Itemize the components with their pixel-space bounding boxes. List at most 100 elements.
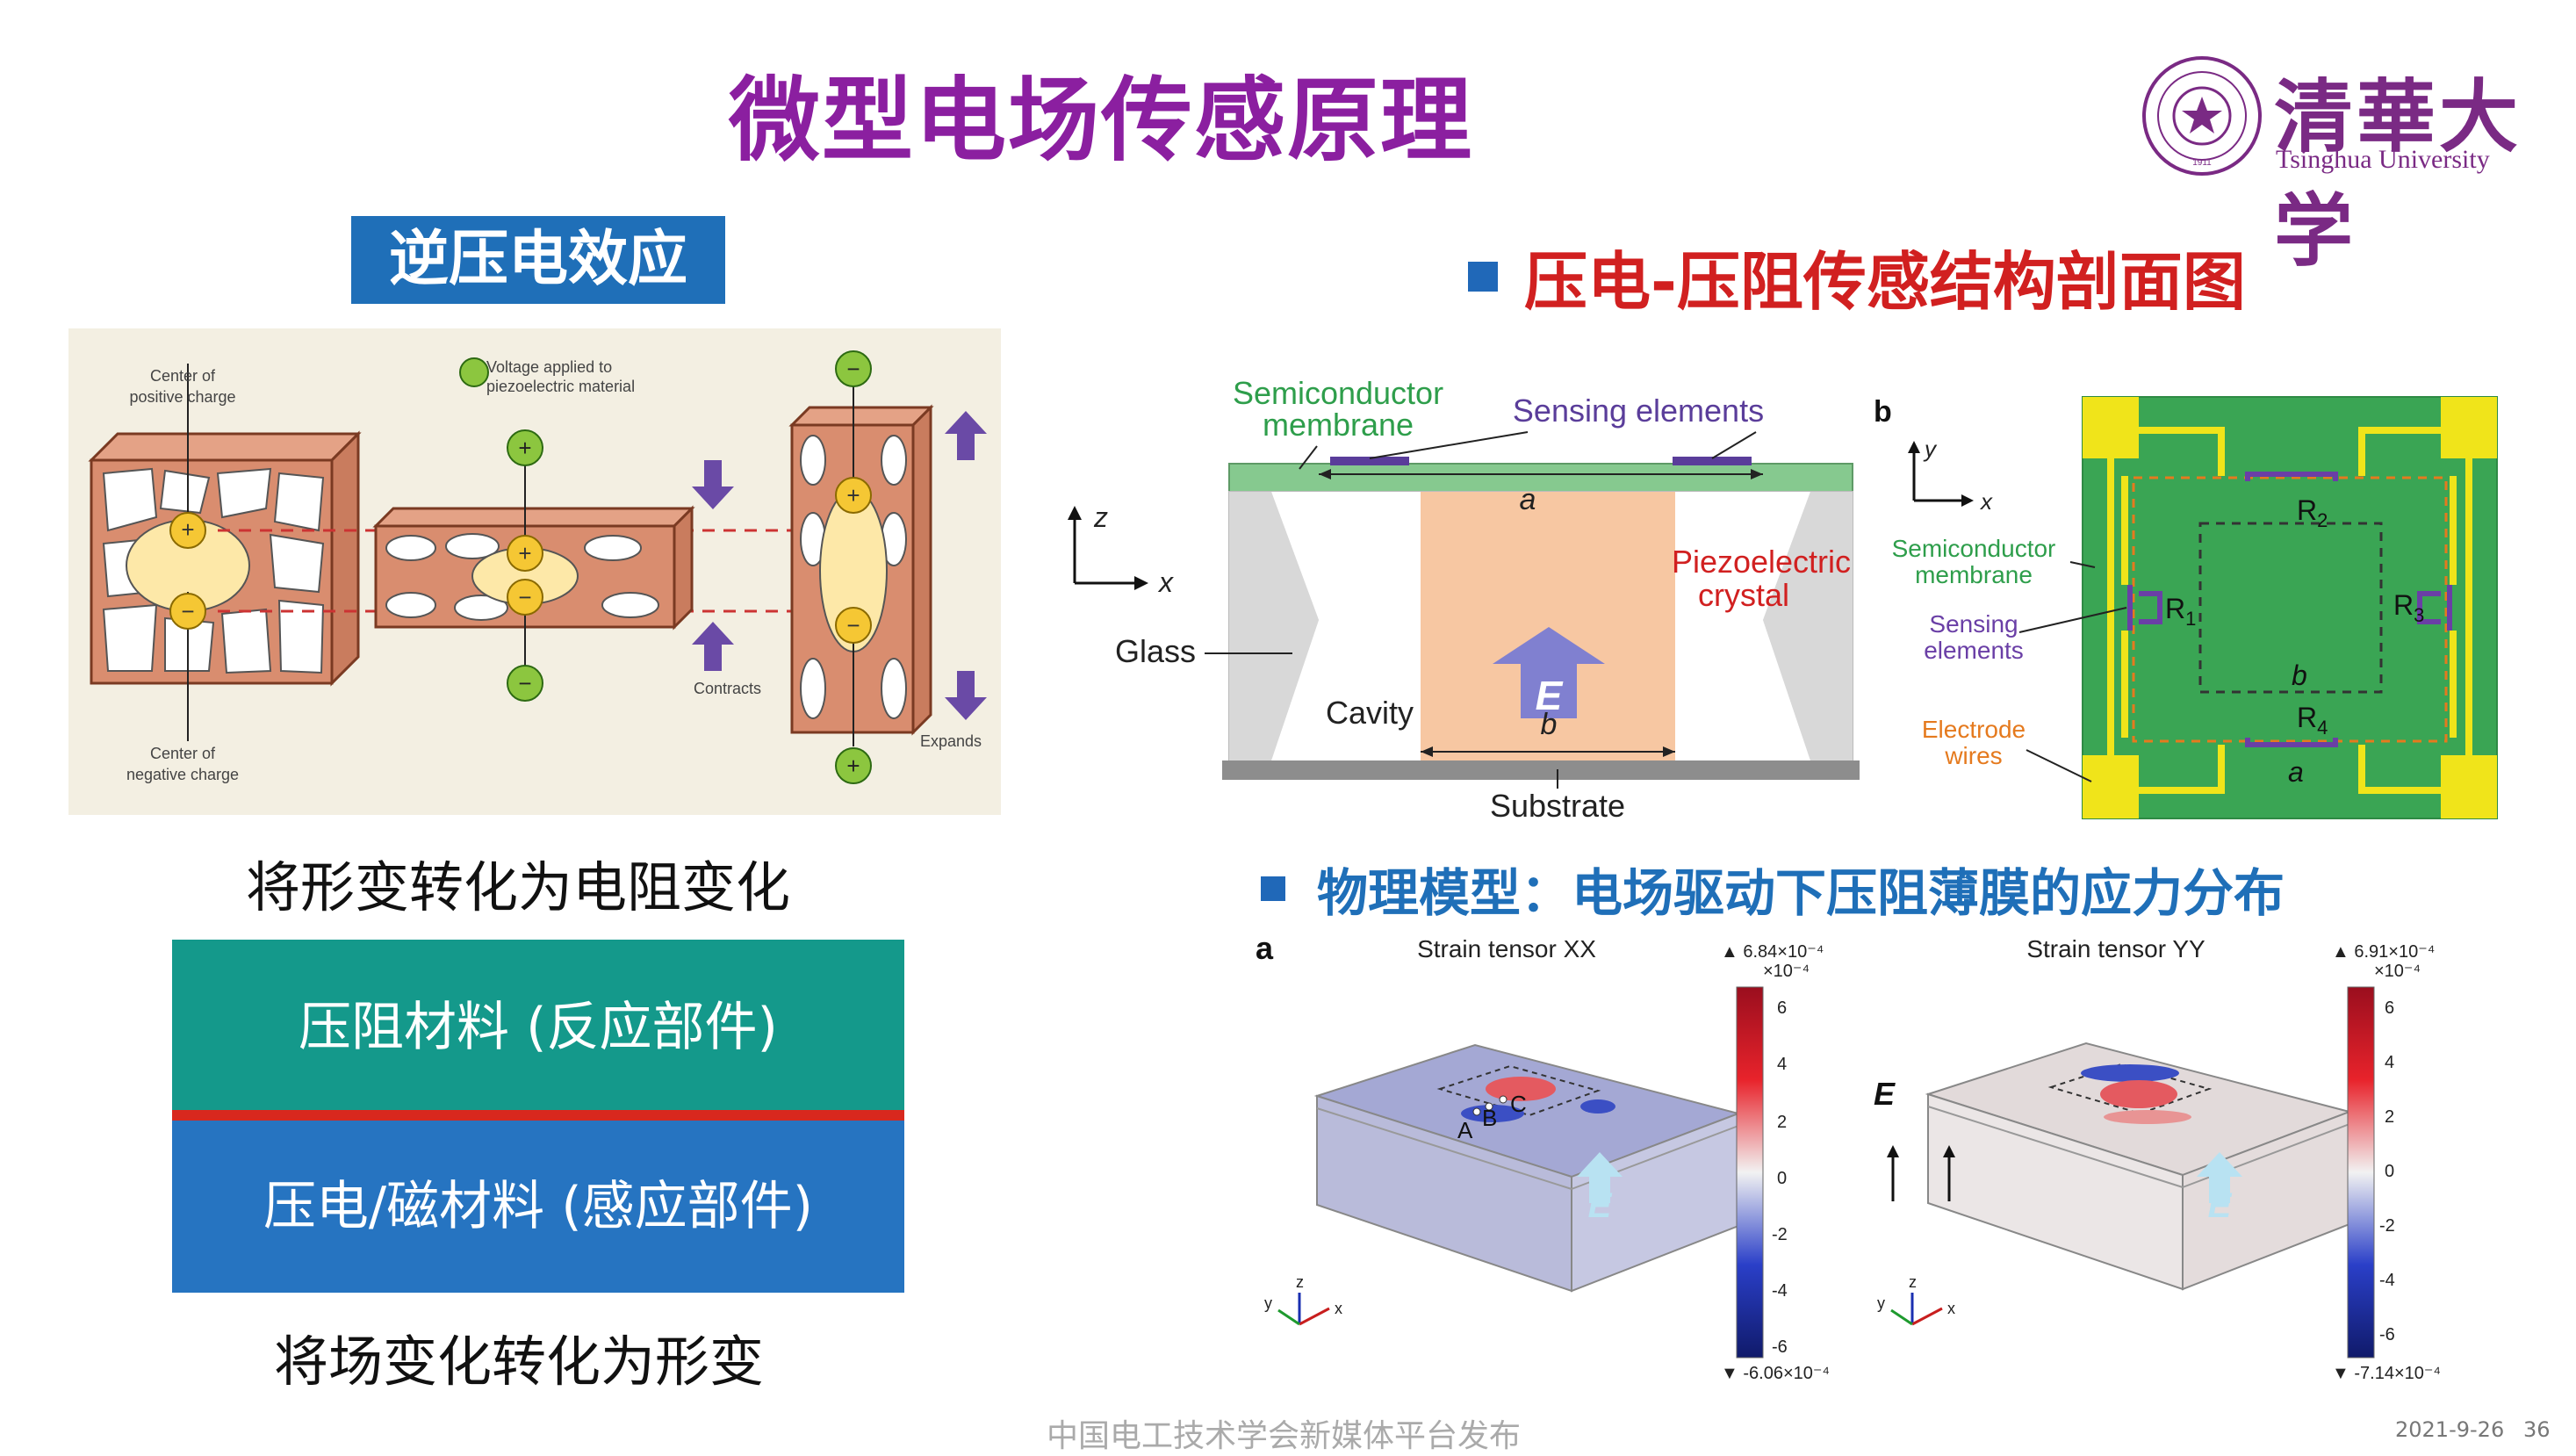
svg-text:-4: -4 bbox=[2379, 1271, 2395, 1290]
panel-b-label: b bbox=[1874, 395, 1892, 429]
bullet-square-icon bbox=[1261, 876, 1285, 901]
footer-publisher: 中国电工技术学会新媒体平台发布 bbox=[1047, 1418, 1522, 1454]
svg-text:4: 4 bbox=[1777, 1055, 1787, 1074]
electrode-wires bbox=[2107, 427, 2472, 794]
logo-chinese: 清華大学 bbox=[2274, 70, 2522, 278]
strain-yy-plot: Strain tensor YY E E zxy ▲ 6.91×10⁻⁴ ×10… bbox=[1874, 935, 2441, 1383]
y-axis-label: y bbox=[1923, 436, 1938, 462]
xx-e-field-label: E bbox=[1588, 1186, 1613, 1225]
svg-text:2: 2 bbox=[2385, 1107, 2394, 1127]
page-title: 微型电场传感原理 bbox=[729, 67, 1474, 174]
seal-year: 1911 bbox=[2192, 158, 2212, 168]
svg-text:0: 0 bbox=[1777, 1169, 1787, 1188]
svg-text:+: + bbox=[518, 540, 531, 566]
plus-sign: + bbox=[181, 516, 194, 543]
strain-xx-unit: ×10⁻⁴ bbox=[1763, 962, 1810, 981]
bullet-square-icon bbox=[1468, 261, 1498, 292]
expand-down-arrow-icon bbox=[945, 671, 987, 720]
x-axis-label: x bbox=[1157, 566, 1174, 598]
sensing-elements-label: Sensing elements bbox=[1513, 393, 1764, 429]
electrode-pad-bl bbox=[2083, 755, 2139, 818]
svg-text:6: 6 bbox=[2385, 998, 2394, 1018]
strain-yy-min: ▼ -7.14×10⁻⁴ bbox=[2332, 1364, 2441, 1383]
svg-text:z: z bbox=[1909, 1273, 1917, 1291]
electrode-pad-tl bbox=[2083, 397, 2139, 458]
resistors bbox=[2127, 472, 2452, 747]
contracts-label: Contracts bbox=[694, 680, 761, 697]
membrane-top-view bbox=[2082, 396, 2498, 819]
top-dimension-b: b bbox=[2292, 660, 2307, 691]
inverse-piezo-label: 逆压电效应 bbox=[351, 216, 725, 304]
contract-down-arrow-icon bbox=[692, 460, 734, 509]
strain-xx-max: ▲ 6.84×10⁻⁴ bbox=[1721, 942, 1824, 962]
dimension-b: b bbox=[1541, 708, 1558, 741]
svg-text:x: x bbox=[1335, 1300, 1342, 1317]
crystal-block-expanded: + − − + bbox=[788, 350, 934, 784]
point-a-label: A bbox=[1457, 1117, 1473, 1143]
svg-text:-2: -2 bbox=[1772, 1225, 1788, 1244]
svg-text:-4: -4 bbox=[1772, 1281, 1788, 1301]
svg-text:x: x bbox=[1947, 1300, 1955, 1317]
voltage-indicator-icon bbox=[459, 357, 489, 387]
svg-text:+: + bbox=[846, 753, 860, 779]
contract-up-arrow-icon bbox=[692, 622, 734, 671]
section1-heading: 压电-压阻传感结构剖面图 bbox=[1468, 230, 2246, 322]
minus-sign: − bbox=[181, 598, 194, 624]
strain-yy-colorbar bbox=[2347, 986, 2375, 1359]
svg-text:2: 2 bbox=[1777, 1113, 1787, 1132]
caption-deformation-to-resistance: 将形变转化为电阻变化 bbox=[246, 855, 791, 919]
page-number: 36 bbox=[2523, 1417, 2551, 1442]
svg-text:-6: -6 bbox=[2379, 1325, 2395, 1344]
strain-yy-unit: ×10⁻⁴ bbox=[2374, 962, 2421, 981]
r4-label: R4 bbox=[2297, 702, 2328, 739]
substrate-label: Substrate bbox=[1490, 788, 1625, 824]
sensing-element-right bbox=[1673, 457, 1752, 465]
expands-label: Expands bbox=[920, 732, 982, 750]
svg-text:−: − bbox=[518, 670, 531, 696]
svg-text:y: y bbox=[1877, 1294, 1885, 1312]
top-dimension-a: a bbox=[2288, 756, 2304, 788]
electrode-pad-tr bbox=[2441, 397, 2497, 458]
yy-e-field-label: E bbox=[2208, 1186, 2233, 1225]
glass-label: Glass bbox=[1115, 633, 1196, 669]
semiconductor-membrane bbox=[1228, 463, 1853, 493]
strain-xx-title: Strain tensor XX bbox=[1417, 935, 1596, 962]
strain-yy-title: Strain tensor YY bbox=[2026, 935, 2205, 962]
electrode-pad-br bbox=[2441, 755, 2497, 818]
caption-field-to-deformation: 将场变化转化为形变 bbox=[274, 1330, 765, 1394]
slide-date: 2021-9-26 bbox=[2395, 1417, 2505, 1442]
sensing-element-left bbox=[1330, 457, 1409, 465]
svg-text:0: 0 bbox=[2385, 1162, 2394, 1181]
expand-up-arrow-icon bbox=[945, 411, 987, 460]
strain-xx-min: ▼ -6.06×10⁻⁴ bbox=[1721, 1364, 1830, 1383]
svg-text:4: 4 bbox=[2385, 1053, 2394, 1072]
svg-text:+: + bbox=[518, 435, 531, 461]
e-field-label: E bbox=[1536, 673, 1564, 718]
svg-text:−: − bbox=[518, 584, 531, 610]
positive-electrode-icon bbox=[507, 429, 543, 466]
z-axis-label: z bbox=[1093, 501, 1108, 533]
substrate bbox=[1222, 760, 1860, 780]
point-b-label: B bbox=[1482, 1105, 1497, 1131]
piezoelectric-material-box: 压电/磁材料 (感应部件) bbox=[172, 1121, 904, 1293]
strain-yy-max: ▲ 6.91×10⁻⁴ bbox=[2332, 942, 2435, 962]
strain-xx-colorbar bbox=[1736, 986, 1764, 1359]
x-axis-label-top: x bbox=[1979, 488, 1993, 515]
strain-xx-plot: Strain tensor XX A B C E zxy ▲ 6.84×10⁻⁴… bbox=[1264, 935, 1830, 1383]
panel-a-label: a bbox=[1256, 930, 1274, 966]
logo-english: Tsinghua University bbox=[2276, 145, 2490, 174]
svg-text:+: + bbox=[846, 482, 860, 508]
section2-heading: 物理模型：电场驱动下压阻薄膜的应力分布 bbox=[1261, 852, 2285, 926]
svg-text:6: 6 bbox=[1777, 998, 1787, 1018]
piezoresistive-material-box: 压阻材料 (反应部件) bbox=[172, 940, 904, 1115]
svg-text:z: z bbox=[1296, 1273, 1304, 1291]
